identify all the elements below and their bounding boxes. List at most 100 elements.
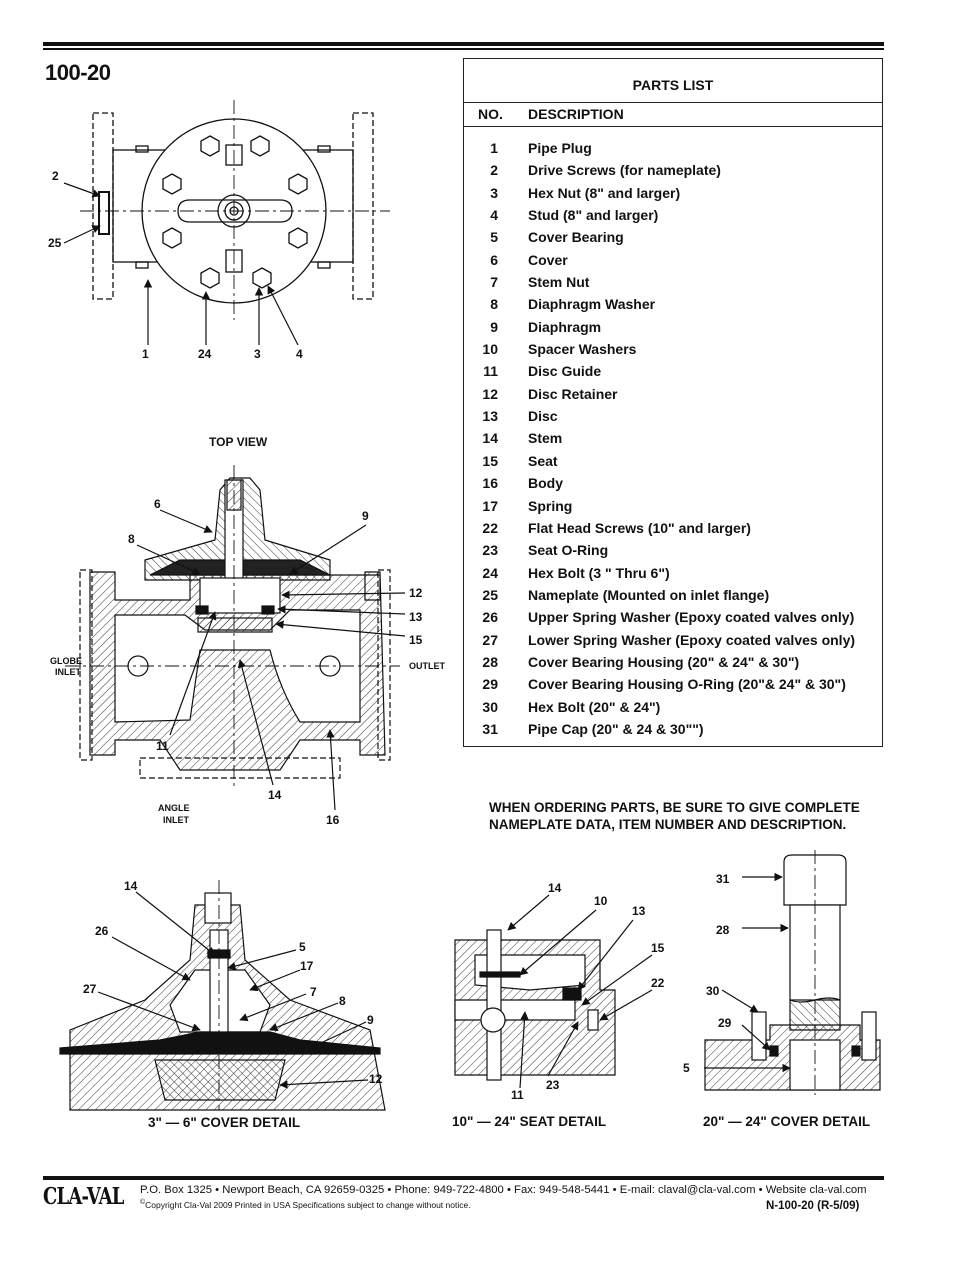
part-description: Spring xyxy=(528,497,573,514)
callout-8: 8 xyxy=(128,532,135,546)
parts-list-row: 22 Flat Head Screws (10" and larger) xyxy=(464,520,882,542)
part-number: 24 xyxy=(482,564,498,581)
part-number: 1 xyxy=(490,140,498,156)
part-description: Lower Spring Washer (Epoxy coated valves… xyxy=(528,631,856,648)
part-description: Disc Retainer xyxy=(528,385,618,402)
cover-detail-large-drawing xyxy=(704,850,881,1095)
document-number: N-100-20 (R-5/09) xyxy=(766,1200,860,1212)
callout-31: 31 xyxy=(716,872,730,886)
part-description: Diaphragm Washer xyxy=(528,296,656,313)
part-description: Hex Bolt (3 " Thru 6") xyxy=(528,564,670,581)
page-title: 100-20 xyxy=(45,60,111,85)
part-number: 4 xyxy=(490,207,498,224)
callout-14: 14 xyxy=(268,788,282,802)
part-number: 14 xyxy=(482,430,498,447)
section-view-drawing xyxy=(65,465,400,790)
copyright-text: Copyright Cla-Val 2009 Printed in USA Sp… xyxy=(145,1199,471,1210)
section-view-leaders xyxy=(136,509,406,811)
callout-13: 13 xyxy=(632,904,646,918)
part-number: 13 xyxy=(482,408,498,425)
parts-list-row: 8 Diaphragm Washer xyxy=(464,296,882,318)
callout-11: 11 xyxy=(511,1088,524,1102)
cover-detail-small-drawing xyxy=(59,880,386,1111)
part-number: 9 xyxy=(490,318,498,335)
parts-list-row: 17 Spring xyxy=(464,498,882,520)
copyright-line: ©Copyright Cla-Val 2009 Printed in USA S… xyxy=(140,1199,471,1210)
callout-12: 12 xyxy=(409,586,423,600)
cla-val-logo: CLA-VAL xyxy=(43,1183,124,1210)
part-number: 17 xyxy=(482,497,498,514)
part-description: Body xyxy=(528,475,563,492)
part-description: Disc Guide xyxy=(528,363,602,380)
cover-detail-large-leaders xyxy=(704,872,791,1073)
part-number: 2 xyxy=(490,162,498,179)
column-header-no: NO. xyxy=(478,106,503,122)
part-number: 3 xyxy=(490,184,498,201)
ordering-note: WHEN ORDERING PARTS, BE SURE TO GIVE COM… xyxy=(489,800,860,832)
callout-23: 23 xyxy=(546,1078,560,1092)
part-description: Diaphragm xyxy=(528,318,602,335)
callout-24: 24 xyxy=(198,347,212,361)
copyright-symbol: © xyxy=(140,1199,146,1206)
part-description: Stud (8" and larger) xyxy=(528,207,659,224)
cover-detail-small-leaders xyxy=(97,891,369,1089)
column-header-description: DESCRIPTION xyxy=(528,106,624,122)
part-number: 11 xyxy=(483,363,498,380)
part-number: 30 xyxy=(482,698,498,715)
part-description: Hex Nut (8" and larger) xyxy=(528,184,681,201)
parts-list-row: 7 Stem Nut xyxy=(464,274,882,296)
part-number: 27 xyxy=(482,631,498,648)
callout-14: 14 xyxy=(548,881,562,895)
part-number: 5 xyxy=(490,229,498,246)
footer-rule xyxy=(43,1176,884,1180)
part-number: 22 xyxy=(482,519,498,536)
part-number: 10 xyxy=(482,341,498,358)
part-number: 6 xyxy=(490,251,498,268)
top-view-leaders xyxy=(63,182,299,346)
part-description: Pipe Cap (20" & 24 & 30"") xyxy=(528,720,704,737)
callout-1: 1 xyxy=(142,347,149,361)
part-description: Stem Nut xyxy=(528,274,590,291)
parts-list-row: 3 Hex Nut (8" and larger) xyxy=(464,185,882,207)
parts-list-row: 14 Stem xyxy=(464,430,882,452)
seat-detail-leaders xyxy=(507,894,653,1089)
callout-15: 15 xyxy=(409,633,423,647)
part-number: 7 xyxy=(490,274,498,291)
part-number: 12 xyxy=(482,385,498,402)
callout-9: 9 xyxy=(367,1013,374,1027)
parts-list-row: 13 Disc xyxy=(464,408,882,430)
part-description: Cover Bearing Housing (20" & 24" & 30") xyxy=(528,653,800,670)
part-description: Upper Spring Washer (Epoxy coated valves… xyxy=(528,609,855,626)
parts-list-row: 31 Pipe Cap (20" & 24 & 30"") xyxy=(464,721,882,743)
cover-detail-large-caption: 20" — 24" COVER DETAIL xyxy=(703,1114,871,1129)
parts-list-heading: PARTS LIST xyxy=(632,77,714,93)
callout-30: 30 xyxy=(706,984,720,998)
callout-26: 26 xyxy=(95,924,109,938)
parts-list-row: 4 Stud (8" and larger) xyxy=(464,207,882,229)
part-description: Disc xyxy=(528,408,558,425)
parts-list-row: 27 Lower Spring Washer (Epoxy coated valv… xyxy=(464,632,882,654)
part-description: Flat Head Screws (10" and larger) xyxy=(528,519,751,536)
part-number: 8 xyxy=(490,296,498,313)
callout-16: 16 xyxy=(326,813,340,827)
part-number: 16 xyxy=(482,475,498,492)
parts-list-row: 9 Diaphragm xyxy=(464,319,882,341)
callout-9: 9 xyxy=(362,509,369,523)
part-number: 31 xyxy=(482,720,498,737)
callout-10: 10 xyxy=(594,894,608,908)
header-rule-thick xyxy=(43,42,884,46)
part-description: Stem xyxy=(528,430,563,447)
callout-5: 5 xyxy=(299,940,306,954)
header-rule-thin xyxy=(43,48,884,50)
callout-22: 22 xyxy=(651,976,665,990)
company-address: P.O. Box 1325 • Newport Beach, CA 92659-… xyxy=(140,1184,867,1196)
